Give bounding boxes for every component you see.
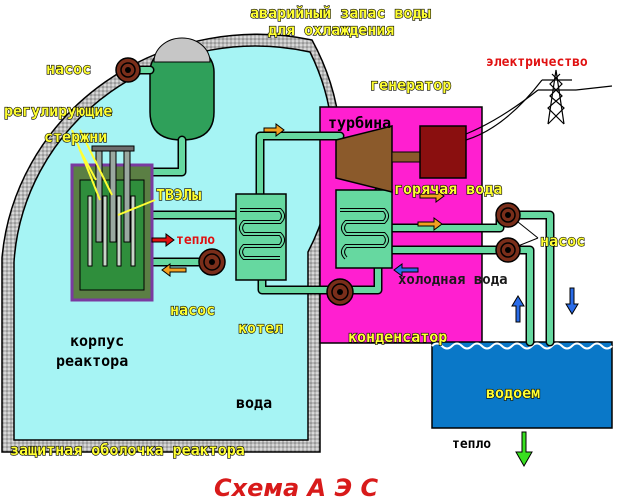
arrow-red-icon <box>151 233 175 247</box>
arrow-green-icon <box>515 431 533 468</box>
label-pointers <box>71 129 156 216</box>
pump-reactor-icon <box>198 248 226 276</box>
reservoir <box>431 341 613 429</box>
label-condenser: конденсатор <box>348 328 447 346</box>
pump-condenser-icon <box>326 278 354 306</box>
fuel-rods <box>87 195 136 267</box>
arrow-orange-icon <box>263 123 285 137</box>
label-electricity: электричество <box>486 55 588 70</box>
label-reservoir: водоем <box>486 384 540 402</box>
boiler <box>235 193 287 281</box>
arrow-orange-icon <box>417 217 443 231</box>
label-hot-water: горячая вода <box>394 180 502 198</box>
pump-cold-icon <box>495 237 521 263</box>
label-control-rods-2: стержни <box>44 128 107 146</box>
label-boiler: котел <box>238 319 283 337</box>
label-generator: генератор <box>370 76 451 94</box>
label-pump-bottom: насос <box>170 301 215 319</box>
label-containment: защитная оболочка реактора <box>10 441 245 459</box>
pump-leader-lines <box>517 221 539 247</box>
generator <box>419 125 467 179</box>
label-reactor-vessel-2: реактора <box>56 352 128 370</box>
label-cold-water: холодная вода <box>398 272 508 288</box>
condenser <box>335 189 393 269</box>
flow-arrows <box>151 123 579 468</box>
label-pump-top: насос <box>46 60 91 78</box>
label-turbine: турбина <box>328 114 391 132</box>
emergency-water-tank <box>149 37 215 141</box>
turbine <box>335 125 393 193</box>
arrow-orange-icon <box>161 263 187 277</box>
label-control-rods-1: регулирующие <box>4 102 112 120</box>
arrow-orange-icon <box>419 189 445 203</box>
page-title: Схема А Э С <box>214 474 378 502</box>
pump-top-icon <box>115 57 141 83</box>
label-emergency-water-1: аварийный запас воды <box>250 4 431 22</box>
label-reactor-vessel-1: корпус <box>70 332 124 350</box>
coolant-pipes-fill <box>129 67 553 345</box>
label-heat-reactor: тепло <box>176 233 215 248</box>
label-emergency-water-2: для охлаждения <box>268 21 394 39</box>
pump-hot-icon <box>495 202 521 228</box>
turbine-shaft <box>391 151 423 163</box>
arrow-blue-icon <box>511 295 525 323</box>
arrow-blue-icon <box>393 263 419 277</box>
label-pump-right: насос <box>540 232 585 250</box>
label-heat-out: тепло <box>452 437 491 452</box>
label-water: вода <box>236 394 272 412</box>
label-fuel-rods: ТВЭЛы <box>156 186 201 204</box>
arrow-blue-icon <box>565 287 579 315</box>
transmission-tower-icon <box>465 69 613 141</box>
